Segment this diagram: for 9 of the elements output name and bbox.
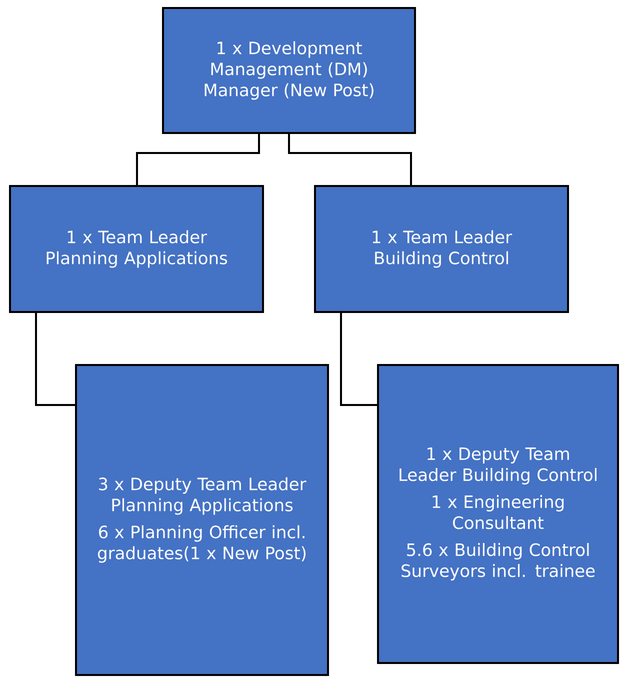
role-box: 1 x Development Management (DM) Manager (New Post) [162, 7, 416, 134]
role-box: 1 x Team Leader Planning Applications [9, 185, 264, 313]
role-box: 1 x Team Leader Building Control [314, 185, 569, 313]
role-box: 1 x Deputy Team Leader Building Control 1 x Engineering Consultant 5.6 x Building Control Surveyors incl. trainee [377, 364, 619, 664]
connector-line [136, 133, 260, 186]
role-box: 3 x Deputy Team Leader Planning Applications 6 x Planning Officer incl. graduates(1 x New Post) [75, 364, 329, 676]
connector-line [288, 133, 412, 186]
connector-line [340, 312, 378, 406]
connector-line [35, 312, 76, 406]
